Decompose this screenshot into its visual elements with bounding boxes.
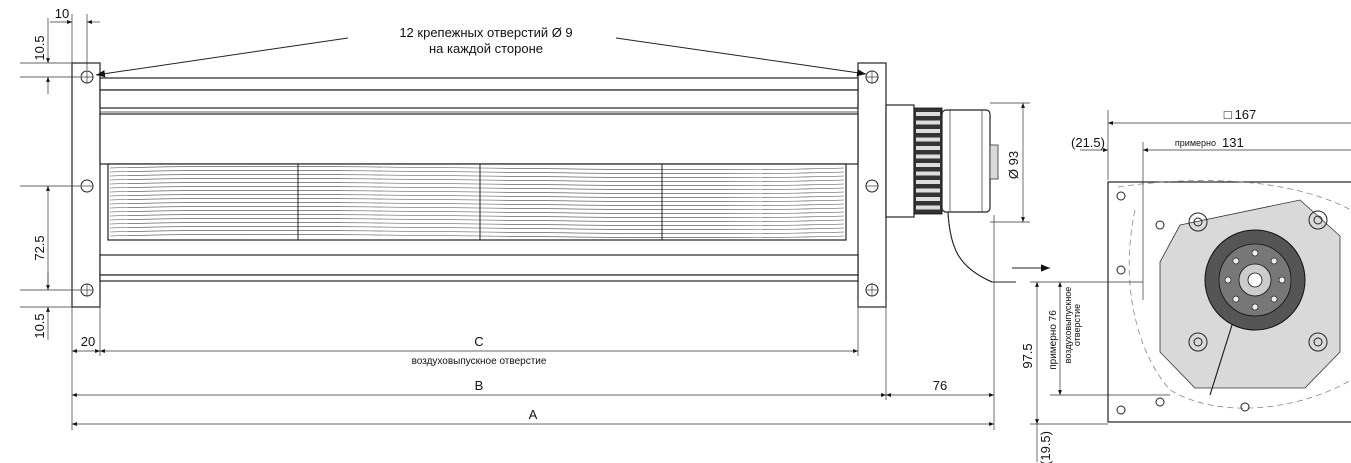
housing-top xyxy=(99,77,859,91)
housing-mid-band xyxy=(99,113,859,165)
impeller-blade xyxy=(109,177,845,183)
outlet-label-line-1: воздуховыпускное xyxy=(1063,287,1073,364)
approx-width-label: 131 xyxy=(1222,135,1244,150)
left-end-plate xyxy=(71,62,101,308)
motor-cable xyxy=(947,211,1016,283)
impeller-blade xyxy=(109,209,845,215)
motor-fin xyxy=(916,180,940,184)
motor-fin xyxy=(916,137,940,142)
side-left-offset-label: (21.5) xyxy=(1071,135,1105,150)
face-bolt xyxy=(1232,257,1240,265)
impeller-blade xyxy=(109,189,845,195)
motor-diameter-label: Ø 93 xyxy=(1006,151,1021,179)
impeller-blade xyxy=(109,225,845,231)
corner-hole xyxy=(1116,265,1126,275)
motor-fin xyxy=(916,120,940,125)
side-view-dimensions: □167 (21.5) примерно 131 97.5 примерно 7… xyxy=(1020,107,1351,463)
corner-hole xyxy=(1116,191,1126,201)
vertical-dimensions: 10.5 72.5 10.5 xyxy=(20,18,80,340)
face-bolt xyxy=(1251,303,1259,311)
face-bolt xyxy=(1224,276,1232,284)
mounting-hole xyxy=(80,70,94,84)
impeller-blade xyxy=(109,165,845,171)
callout-line-2: на каждой стороне xyxy=(429,41,543,56)
impeller-blade xyxy=(109,205,845,211)
motor-fin xyxy=(916,154,940,159)
impeller-blade xyxy=(109,233,845,239)
corner-hole xyxy=(1240,402,1250,412)
outlet-caption: воздуховыпускное отверстие xyxy=(412,356,547,367)
motor-fin xyxy=(916,205,940,210)
motor-fin xyxy=(916,171,940,176)
motor-fin xyxy=(916,129,940,133)
corner-hole xyxy=(1116,405,1126,415)
impeller-blade xyxy=(109,213,845,219)
horizontal-dimensions: 20 C воздуховыпускное отверстие B 76 A xyxy=(71,215,995,430)
impeller-blade xyxy=(109,185,845,191)
impeller-blade xyxy=(109,229,845,235)
top-margin-label: 10.5 xyxy=(32,35,47,60)
impeller-blade xyxy=(109,201,845,207)
impeller-blade xyxy=(109,193,845,199)
motor-fin xyxy=(916,197,940,201)
housing-upper-band xyxy=(99,89,859,109)
left-offset-label: 10 xyxy=(55,6,69,21)
mounting-hole xyxy=(80,179,94,193)
face-bolt xyxy=(1251,249,1259,257)
motor-fin xyxy=(916,188,940,193)
side-view xyxy=(1107,180,1351,423)
right-end-plate xyxy=(857,62,887,308)
hole-callout: 12 крепежных отверстий Ø 9 на каждой сто… xyxy=(95,25,867,78)
overall-length-label: A xyxy=(529,407,538,422)
impeller-blade xyxy=(109,221,845,227)
impeller-blade xyxy=(109,181,845,187)
impeller-blade xyxy=(109,173,845,179)
face-bolt xyxy=(1270,257,1278,265)
impeller xyxy=(107,163,847,241)
left-offset-dimension: 10 xyxy=(50,6,100,70)
side-height-label: 97.5 xyxy=(1020,343,1035,368)
impeller-blade xyxy=(109,169,845,175)
outlet-length-label: C xyxy=(474,334,483,349)
motor-fin xyxy=(916,146,940,150)
mounting-hole xyxy=(80,283,94,297)
motor-length-label: 76 xyxy=(933,378,947,393)
square-size-label: □167 xyxy=(1224,107,1257,122)
face-bolt xyxy=(1278,276,1286,284)
impeller-blade xyxy=(109,217,845,223)
motor-fin xyxy=(916,112,940,116)
bottom-margin-label: 10.5 xyxy=(32,313,47,338)
motor-fin xyxy=(916,163,940,167)
housing-bottom xyxy=(99,254,859,276)
approx-prefix-label: примерно xyxy=(1175,138,1216,148)
mounting-hole xyxy=(865,283,879,297)
outlet-approx-label: примерно 76 xyxy=(1048,310,1059,370)
face-bolt xyxy=(1232,295,1240,303)
mounting-hole xyxy=(865,70,879,84)
mounting-hole xyxy=(865,179,879,193)
outlet-label-line-2: отверстие xyxy=(1072,304,1082,346)
impeller-blade xyxy=(109,197,845,203)
corner-hole xyxy=(1155,397,1165,407)
face-bolt xyxy=(1270,295,1278,303)
motor xyxy=(885,104,1016,283)
front-view xyxy=(71,62,887,308)
callout-line-1: 12 крепежных отверстий Ø 9 xyxy=(399,25,572,40)
corner-hole xyxy=(1155,220,1165,230)
hole-spacing-label: 72.5 xyxy=(32,235,47,260)
motor-diameter-dimension: Ø 93 xyxy=(990,102,1030,223)
end-offset-label: 20 xyxy=(81,334,95,349)
casing-length-label: B xyxy=(475,378,484,393)
bottom-offset-label: (19.5) xyxy=(1038,431,1053,463)
